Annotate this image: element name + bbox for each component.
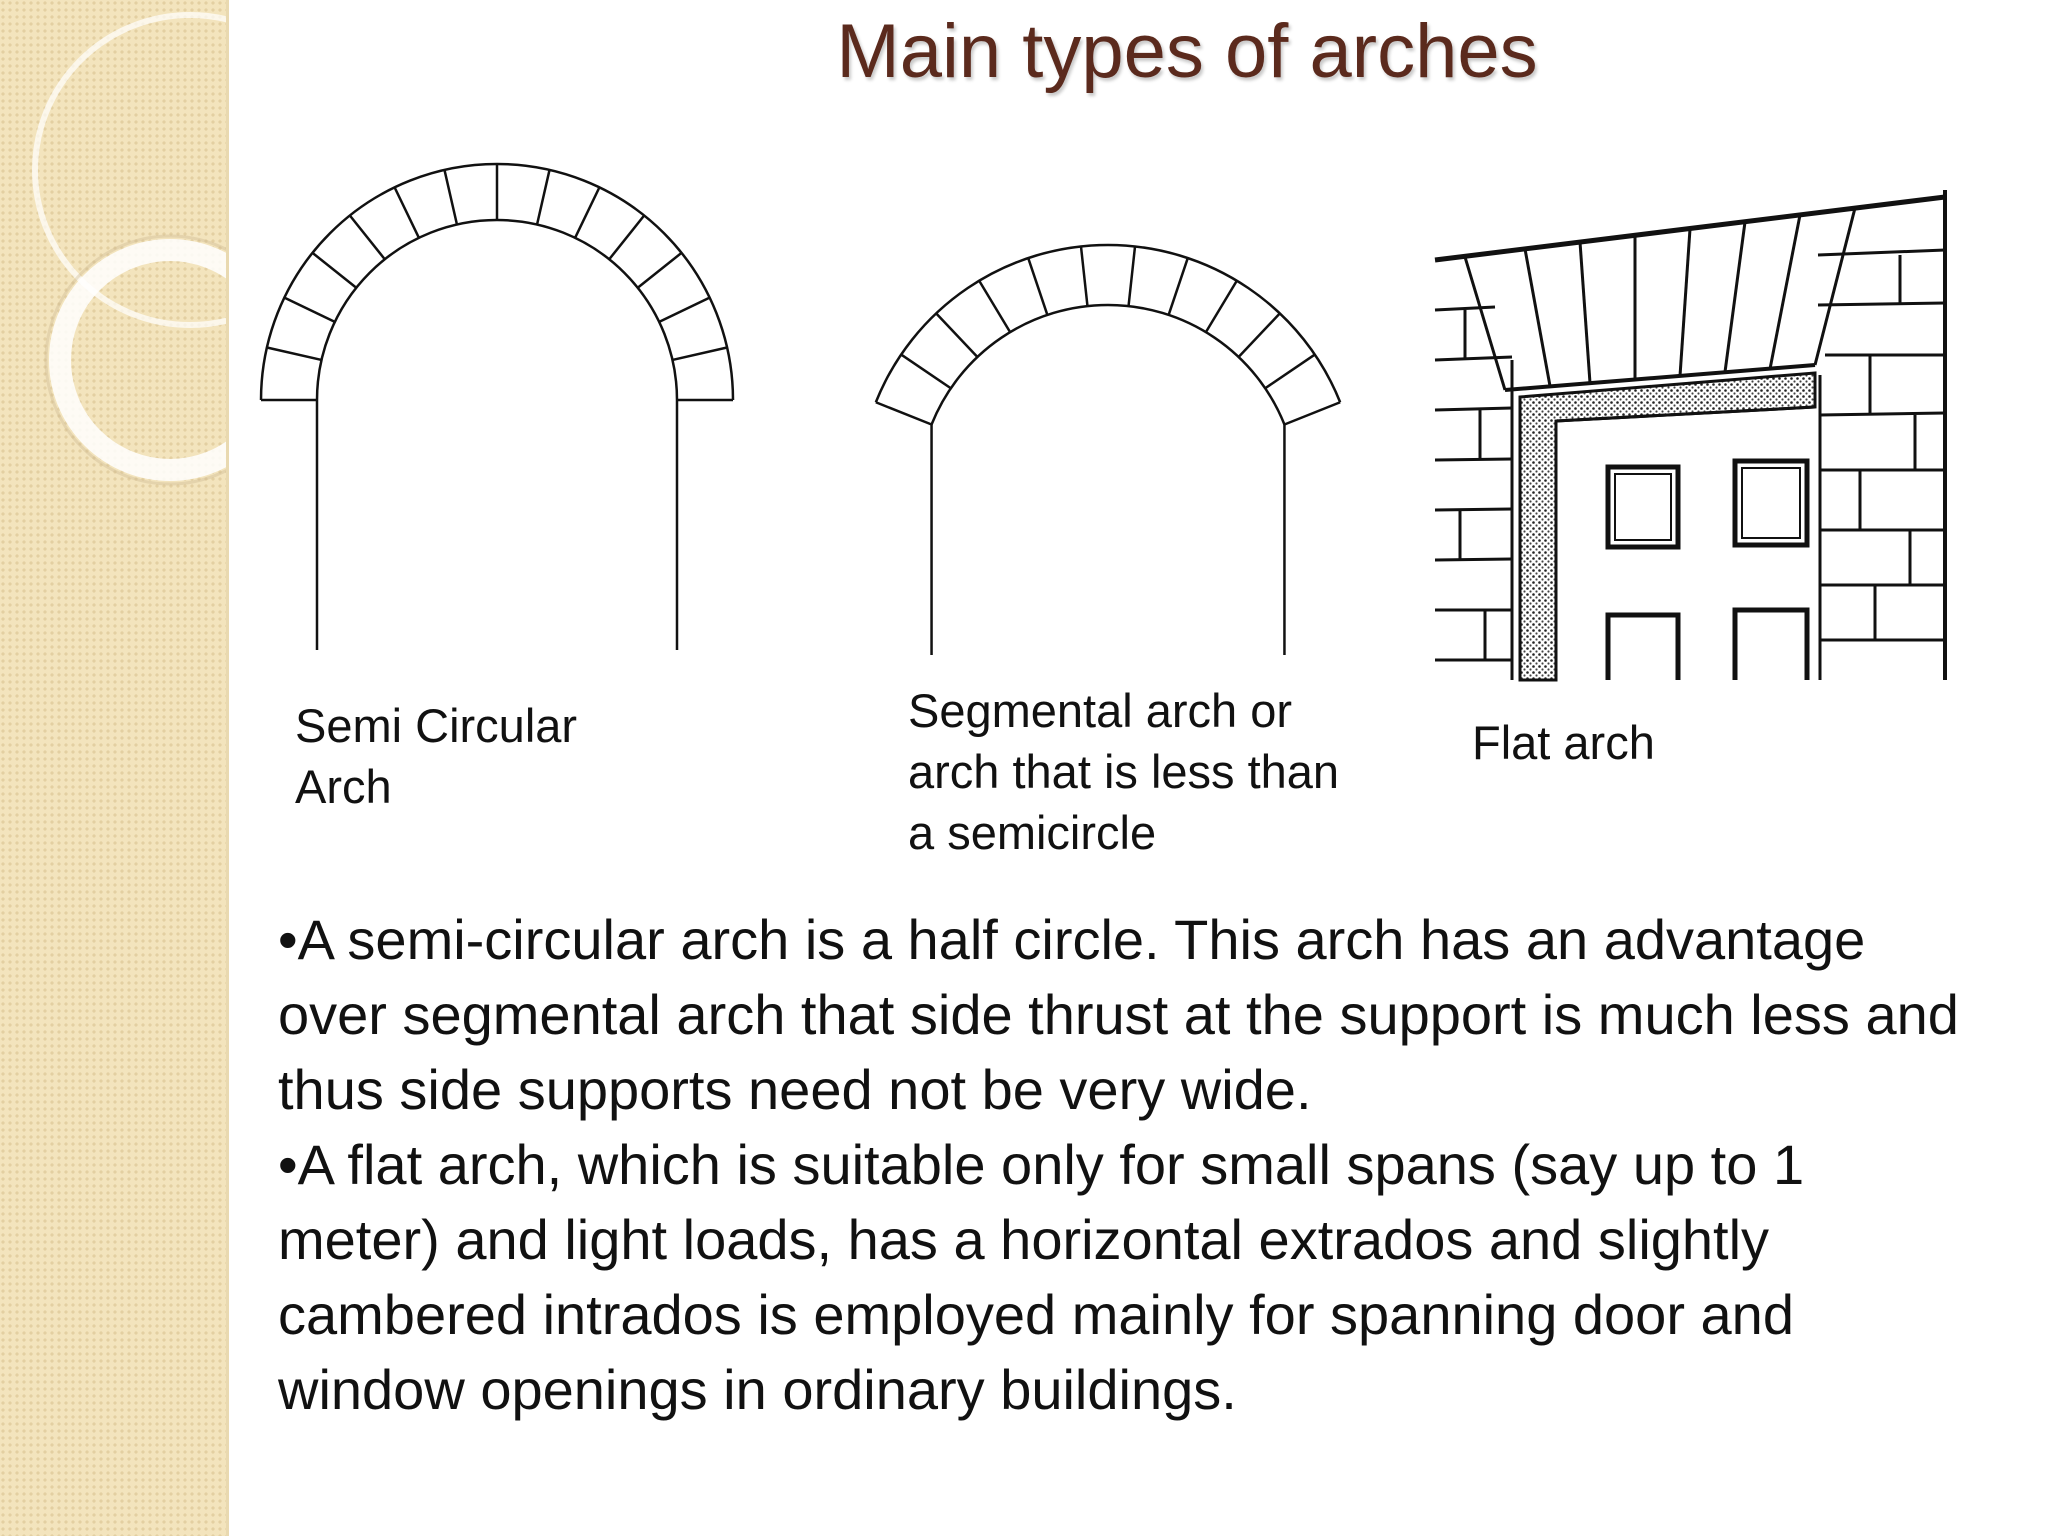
slide-title: Main types of arches xyxy=(836,9,1538,94)
flat-arch-drawing xyxy=(1434,190,1947,682)
caption-segmental-arch: Segmental arch or arch that is less than… xyxy=(908,684,1340,859)
bullet-semi-circular: •A semi-circular arch is a half circle. … xyxy=(278,908,1959,1121)
caption-semi-circular-arch: Semi Circular Arch xyxy=(295,699,578,813)
segmental-arch-drawing xyxy=(874,243,1342,655)
decorative-side-strip xyxy=(0,0,229,1536)
caption-flat-arch: Flat arch xyxy=(1472,716,1655,769)
bullet-flat-arch: •A flat arch, which is suitable only for… xyxy=(278,1133,1805,1421)
body-text: •A semi-circular arch is a half circle. … xyxy=(278,902,1978,1427)
decorative-rings-icon xyxy=(32,12,226,486)
semi-circular-arch-drawing xyxy=(259,162,735,650)
